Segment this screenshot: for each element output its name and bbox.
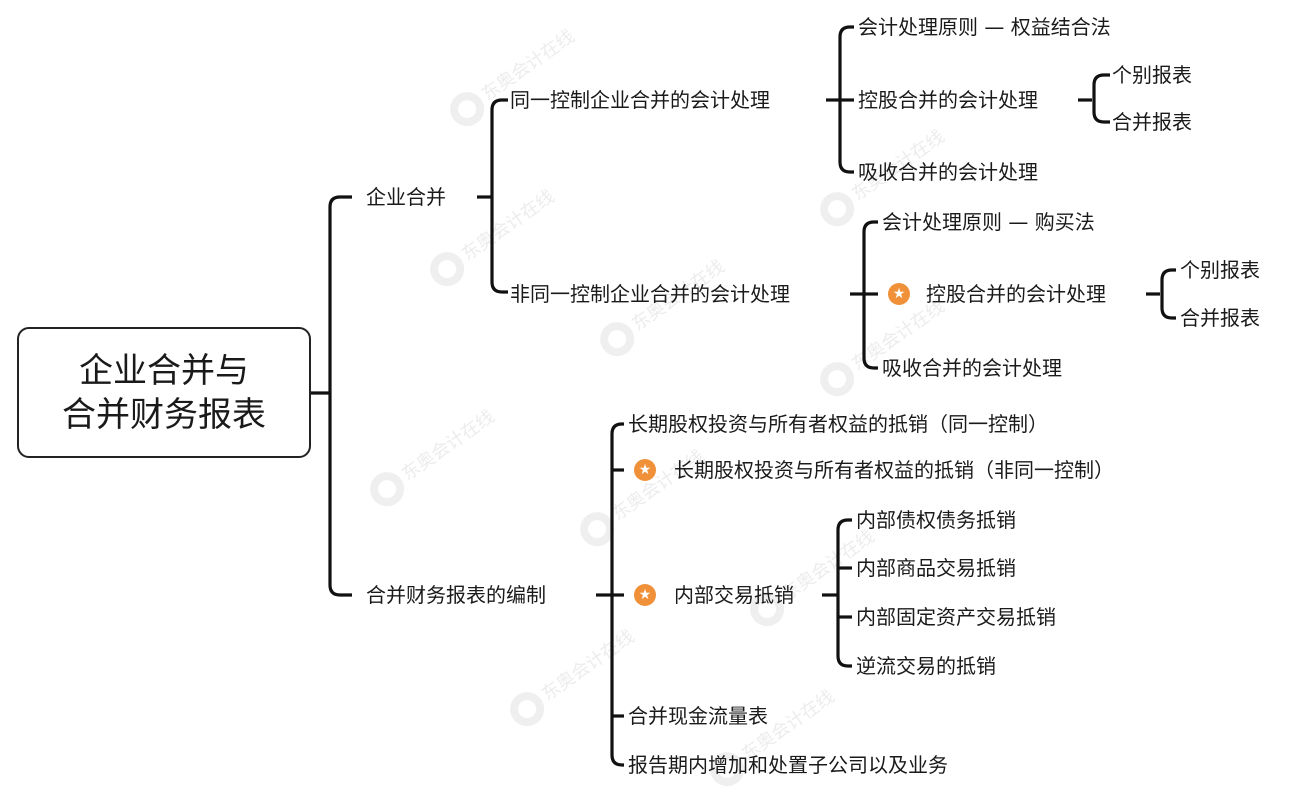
- node-internal-fixed-assets[interactable]: 内部固定资产交易抵销: [856, 605, 1056, 629]
- node-business-combination[interactable]: 企业合并: [366, 185, 446, 209]
- node-nonsame-principle[interactable]: 会计处理原则 — 购买法: [882, 210, 1095, 234]
- node-internal-debt[interactable]: 内部债权债务抵销: [856, 508, 1016, 532]
- node-nonsame-holding-individual[interactable]: 个别报表: [1180, 258, 1260, 282]
- node-upstream-transactions[interactable]: 逆流交易的抵销: [856, 654, 996, 678]
- node-nonsame-absorption[interactable]: 吸收合并的会计处理: [882, 356, 1062, 380]
- node-same-holding-consolidated[interactable]: 合并报表: [1112, 110, 1192, 134]
- node-nonsame-holding[interactable]: 控股合并的会计处理: [926, 282, 1106, 306]
- node-same-principle[interactable]: 会计处理原则 — 权益结合法: [858, 15, 1111, 39]
- node-same-absorption[interactable]: 吸收合并的会计处理: [858, 160, 1038, 184]
- root-title-line2: 合并财务报表: [62, 394, 266, 435]
- node-internal-transactions[interactable]: 内部交易抵销: [674, 583, 794, 607]
- root-title-line1: 企业合并与: [79, 350, 249, 391]
- node-non-same-control[interactable]: 非同一控制企业合并的会计处理: [510, 282, 790, 306]
- star-icon: ★: [634, 459, 656, 481]
- node-same-holding-individual[interactable]: 个别报表: [1112, 63, 1192, 87]
- node-consolidated-cash-flow[interactable]: 合并现金流量表: [628, 704, 768, 728]
- node-consolidated-statements[interactable]: 合并财务报表的编制: [366, 583, 546, 607]
- node-subsidiary-changes[interactable]: 报告期内增加和处置子公司以及业务: [628, 753, 948, 777]
- star-icon: ★: [888, 283, 910, 305]
- node-offset-non-same-control[interactable]: 长期股权投资与所有者权益的抵销（非同一控制）: [674, 458, 1114, 482]
- node-same-holding[interactable]: 控股合并的会计处理: [858, 88, 1038, 112]
- root-node[interactable]: 企业合并与 合并财务报表: [17, 327, 311, 458]
- node-nonsame-holding-consolidated[interactable]: 合并报表: [1180, 306, 1260, 330]
- node-offset-same-control[interactable]: 长期股权投资与所有者权益的抵销（同一控制）: [628, 412, 1048, 436]
- star-icon: ★: [634, 584, 656, 606]
- node-internal-goods[interactable]: 内部商品交易抵销: [856, 556, 1016, 580]
- node-same-control[interactable]: 同一控制企业合并的会计处理: [510, 88, 770, 112]
